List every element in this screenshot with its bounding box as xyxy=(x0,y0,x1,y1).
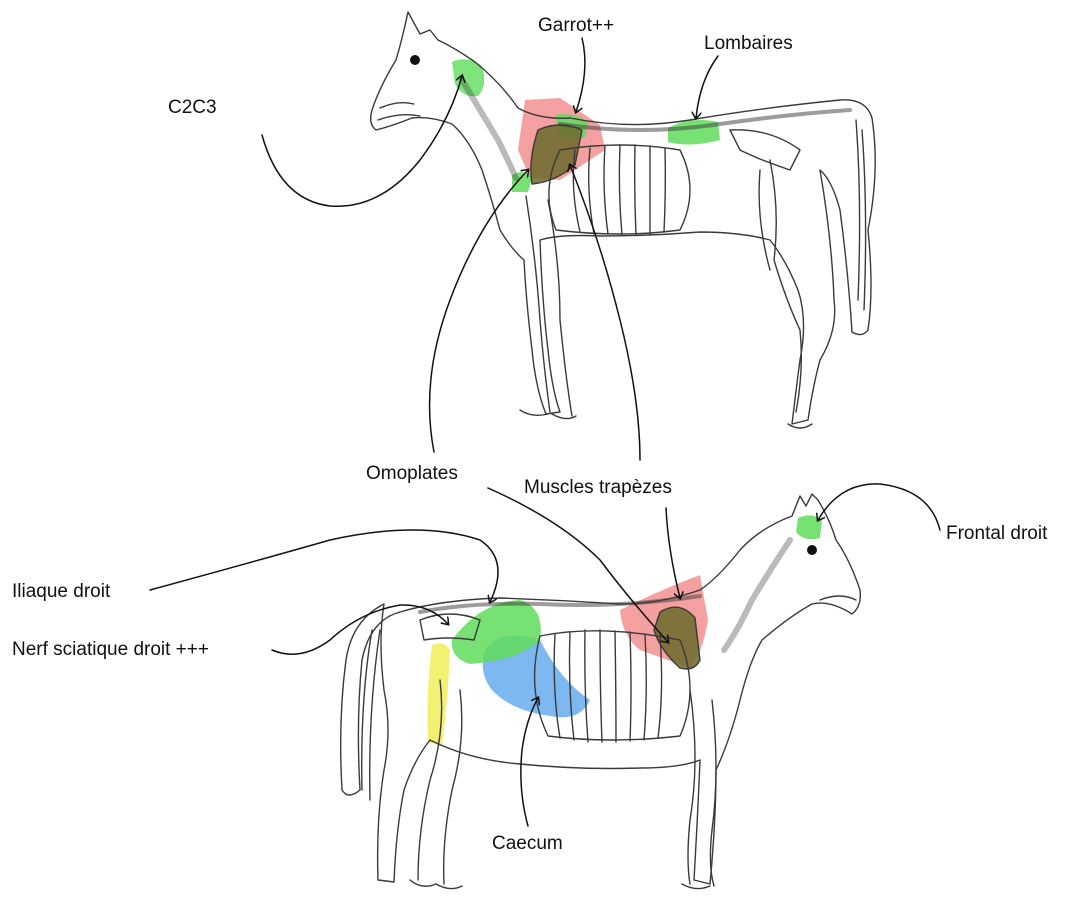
arrow-garrot xyxy=(576,38,585,112)
top-eye xyxy=(410,55,420,65)
label-nerf-sciatique: Nerf sciatique droit +++ xyxy=(12,640,209,659)
top-horse xyxy=(371,12,876,428)
arrow-c2c3 xyxy=(262,76,462,206)
label-garrot: Garrot++ xyxy=(538,16,614,35)
bottom-eye xyxy=(807,545,817,555)
label-muscles-trapezes: Muscles trapèzes xyxy=(524,478,672,497)
label-omoplates: Omoplates xyxy=(366,464,458,483)
arrow-omoplates-top xyxy=(430,170,528,452)
label-c2c3: C2C3 xyxy=(168,98,217,117)
arrow-caecum xyxy=(521,698,538,826)
bottom-sciatic-highlight xyxy=(428,643,451,745)
label-lombaires: Lombaires xyxy=(704,34,793,53)
arrow-lombaires xyxy=(696,56,718,118)
label-frontal-droit: Frontal droit xyxy=(946,524,1047,543)
arrow-frontal xyxy=(818,484,940,530)
label-iliaque-droit: Iliaque droit xyxy=(12,582,110,601)
bottom-horse xyxy=(341,494,861,889)
label-caecum: Caecum xyxy=(492,834,563,853)
top-horse-outline xyxy=(371,12,876,424)
arrow-iliaque xyxy=(150,530,498,602)
